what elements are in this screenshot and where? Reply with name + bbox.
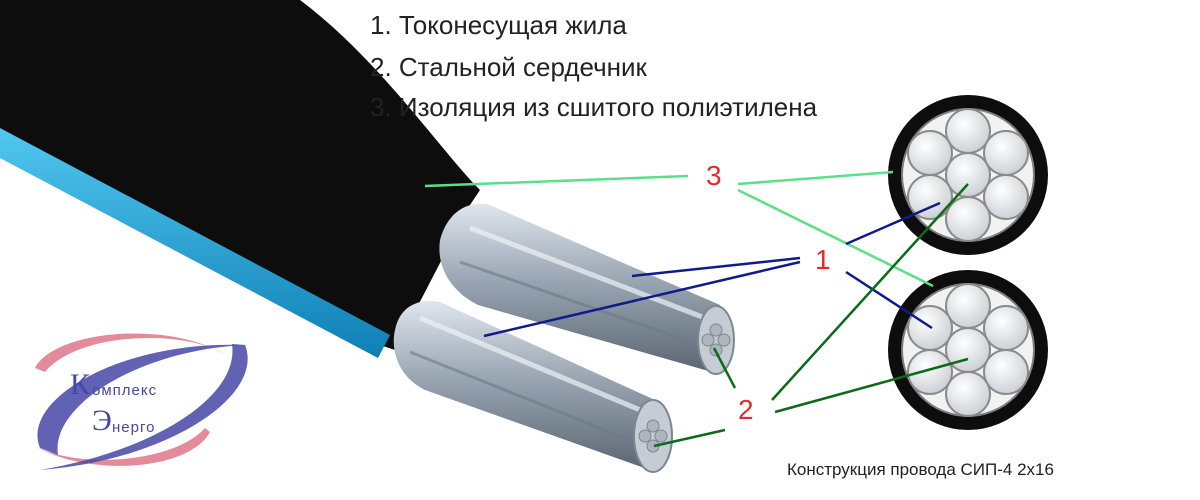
callout-label-1: 1 <box>815 244 831 275</box>
cable-blue-stripe <box>0 128 390 358</box>
conductor-upper <box>439 203 735 375</box>
leader-lines-2 <box>653 183 969 448</box>
legend-item-current-conductor: 1. Токонесущая жила <box>370 10 627 40</box>
logo-graphic <box>35 333 248 470</box>
callout-label-2: 2 <box>738 394 754 425</box>
logo-initial-k: К <box>70 368 91 401</box>
logo-initial-e: Э <box>92 404 112 437</box>
leader-lines-1 <box>483 201 941 338</box>
leader-lines-3 <box>424 170 934 288</box>
callout-label-3: 3 <box>706 160 722 191</box>
conductor-lower <box>393 300 673 473</box>
legend-item-insulation: 3. Изоляция из сшитого полиэтилена <box>370 92 818 122</box>
logo-text-kompleks: омплекс <box>92 382 158 399</box>
logo-text-energo: нерго <box>112 419 156 436</box>
legend-item-steel-core: 2. Стальной сердечник <box>370 52 647 82</box>
diagram-caption: Конструкция провода СИП-4 2х16 <box>787 460 1054 479</box>
cross-section-lower <box>888 270 1048 430</box>
cross-section-upper <box>888 95 1048 255</box>
cable-insulation <box>0 0 480 350</box>
